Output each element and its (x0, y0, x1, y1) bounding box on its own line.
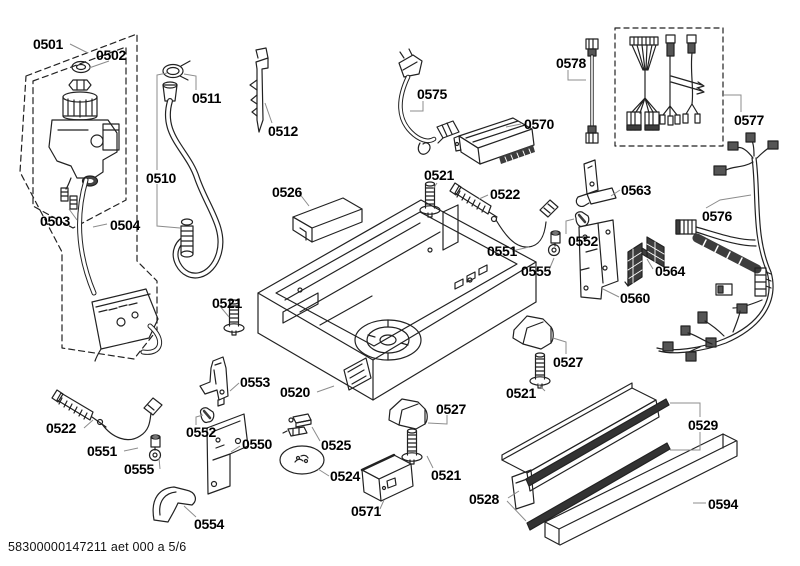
hose-0510 (162, 81, 224, 279)
damper-0522-left (51, 389, 107, 428)
cover-0526 (292, 197, 363, 243)
part-label-0551-center: 0551 (487, 243, 517, 259)
part-label-0522-left: 0522 (46, 420, 76, 436)
part-label-0504: 0504 (110, 217, 140, 233)
part-label-0551-left: 0551 (87, 443, 117, 459)
part-label-0512: 0512 (268, 123, 298, 139)
holder-0555-left (148, 434, 162, 462)
cable-0551-center (490, 199, 559, 248)
part-label-0552-right: 0552 (568, 233, 598, 249)
part-label-0522-center: 0522 (490, 186, 520, 202)
harness-box-0577 (614, 27, 724, 147)
part-label-0560: 0560 (620, 290, 650, 306)
pump-drawing (91, 288, 163, 362)
part-label-0577: 0577 (734, 112, 764, 128)
part-label-0570: 0570 (524, 116, 554, 132)
part-label-0564: 0564 (655, 263, 685, 279)
part-label-0502: 0502 (96, 47, 126, 63)
screw-0521-top (419, 181, 441, 218)
plinth-0528 (501, 382, 660, 510)
part-label-0529: 0529 (688, 417, 718, 433)
part-label-0554: 0554 (194, 516, 224, 532)
part-label-0526: 0526 (272, 184, 302, 200)
cable-0578 (585, 38, 599, 144)
clip-0552-left (199, 407, 215, 424)
foot-0527-right (512, 315, 554, 350)
part-label-0520: 0520 (280, 384, 310, 400)
part-label-0594: 0594 (708, 496, 738, 512)
control-module-0570 (453, 117, 535, 165)
part-label-0521-bottom: 0521 (431, 467, 461, 483)
damper-0522-center (449, 182, 498, 218)
foot-0527-bottom (388, 398, 428, 430)
panel-0594 (544, 433, 738, 546)
bracket-0550 (206, 413, 249, 495)
part-label-0510: 0510 (146, 170, 176, 186)
part-label-0521-top: 0521 (424, 167, 454, 183)
part-label-0501: 0501 (33, 36, 63, 52)
part-label-0578: 0578 (556, 55, 586, 71)
base-frame-0520 (257, 199, 537, 401)
screw-0521-right (529, 352, 551, 389)
part-label-0511: 0511 (192, 90, 222, 106)
part-label-0528: 0528 (469, 491, 499, 507)
part-label-0576: 0576 (702, 208, 732, 224)
screw-0521-bottom (401, 428, 423, 465)
bracket-0554 (152, 486, 196, 523)
clips-0525 (282, 413, 312, 437)
part-label-0527-bottom: 0527 (436, 401, 466, 417)
plate-0560 (578, 219, 619, 300)
part-label-0575: 0575 (417, 86, 447, 102)
strips-0529 (525, 398, 671, 531)
part-label-0527-right: 0527 (553, 354, 583, 370)
part-label-0563: 0563 (621, 182, 651, 198)
bracket-0553 (199, 356, 229, 407)
part-label-0521-left: 0521 (212, 295, 242, 311)
holder-0555-right (547, 230, 561, 257)
part-label-0553: 0553 (240, 374, 270, 390)
part-label-0555-left: 0555 (124, 461, 154, 477)
bracket-0563 (575, 159, 617, 207)
clip-0552-right (574, 211, 590, 228)
part-label-0521-right: 0521 (506, 385, 536, 401)
part-label-0550: 0550 (242, 436, 272, 452)
disc-0524 (279, 445, 325, 475)
hose-clamp-0511 (162, 60, 191, 81)
assembly-outline-0501 (19, 33, 158, 360)
document-number: 58300000147211 aet 000 a 5/6 (8, 540, 187, 554)
valve-assembly-0501 (48, 60, 120, 296)
bracket-0512 (249, 47, 269, 133)
leader-lines (68, 43, 752, 522)
screw-0521-left (223, 299, 245, 336)
part-label-0571: 0571 (351, 503, 381, 519)
comb-0564 (624, 236, 665, 287)
part-label-0555-right: 0555 (521, 263, 551, 279)
part-label-0525: 0525 (321, 437, 351, 453)
part-label-0552-left: 0552 (186, 424, 216, 440)
cable-0551-left (96, 397, 163, 441)
power-cord-0575 (398, 48, 460, 155)
wiring-harness-0576 (656, 132, 779, 362)
part-label-0524: 0524 (330, 468, 360, 484)
box-0571 (360, 453, 414, 502)
part-label-0503: 0503 (40, 213, 70, 229)
